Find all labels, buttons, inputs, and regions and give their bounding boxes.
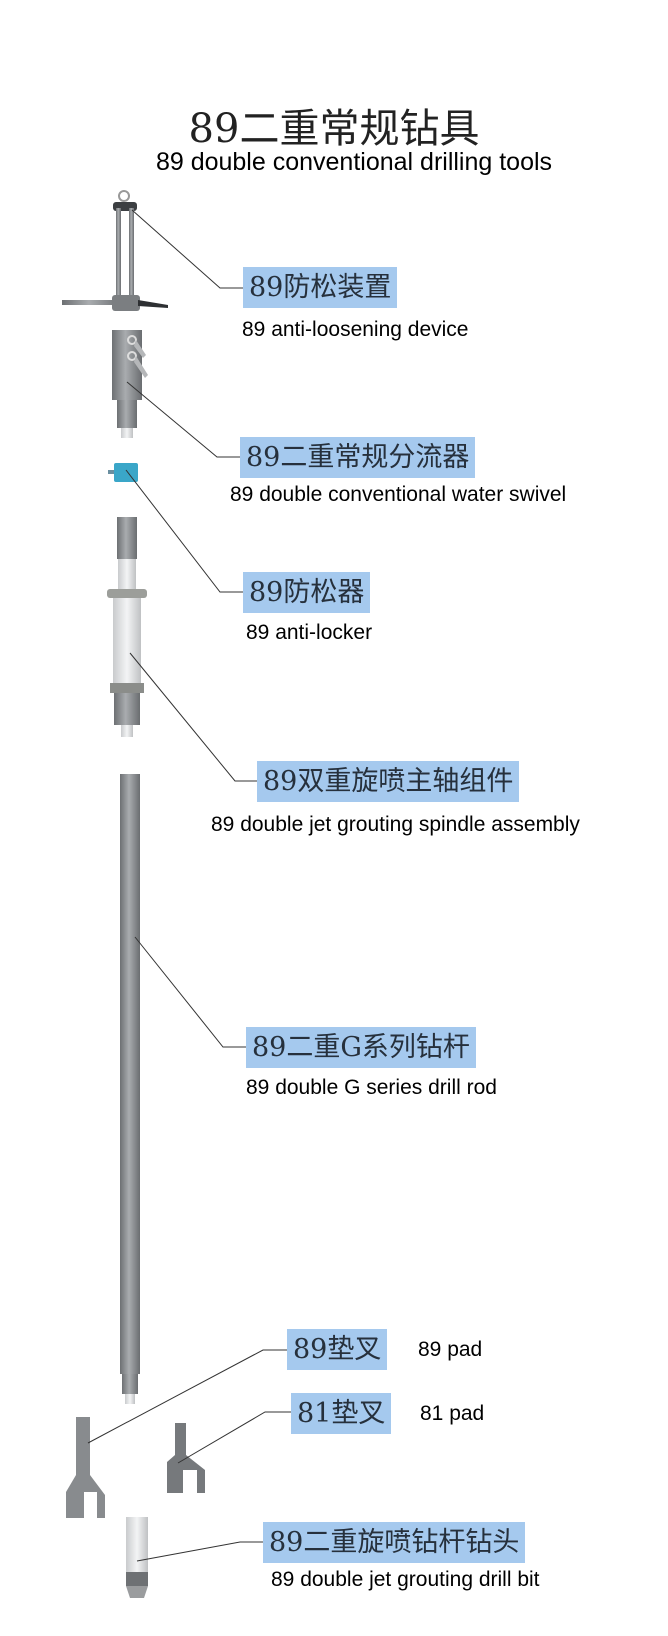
pad-89-part [66,1417,105,1518]
label-water-swivel-cn: 89二重常规分流器 [240,437,476,478]
label-spindle-assembly-cn: 89双重旋喷主轴组件 [257,761,520,802]
label-drill-bit-en: 89 double jet grouting drill bit [271,1568,540,1591]
label-pad-81-cn: 81垫叉 [291,1393,392,1434]
label-anti-locker-cn: 89防松器 [243,572,371,613]
label-anti-loosening-device-cn: 89防松装置 [243,267,398,308]
label-anti-locker-en: 89 anti-locker [246,621,373,644]
drill-bit-part [126,1517,148,1598]
label-drill-rod-en: 89 double G series drill rod [246,1076,497,1099]
label-pad-81-en: 81 pad [420,1402,485,1425]
label-anti-loosening-device-en: 89 anti-loosening device [242,318,469,341]
label-pad-89-en: 89 pad [418,1338,483,1361]
drill-rod-part [120,774,140,1404]
label-drill-bit-cn: 89二重旋喷钻杆钻头 [263,1522,526,1563]
label-pad-89-cn: 89垫叉 [287,1329,388,1370]
label-water-swivel-en: 89 double conventional water swivel [230,483,567,506]
page-title: 89二重常规钻具 [188,106,480,152]
page-subtitle: 89 double conventional drilling tools [155,148,553,176]
label-drill-rod-cn: 89二重G系列钻杆 [246,1027,476,1068]
leader-lines [87,209,291,1562]
label-spindle-assembly-en: 89 double jet grouting spindle assembly [211,813,580,836]
water-swivel-part [112,330,148,438]
spindle-assembly-part [107,517,147,737]
anti-loosening-device-part [62,190,168,311]
